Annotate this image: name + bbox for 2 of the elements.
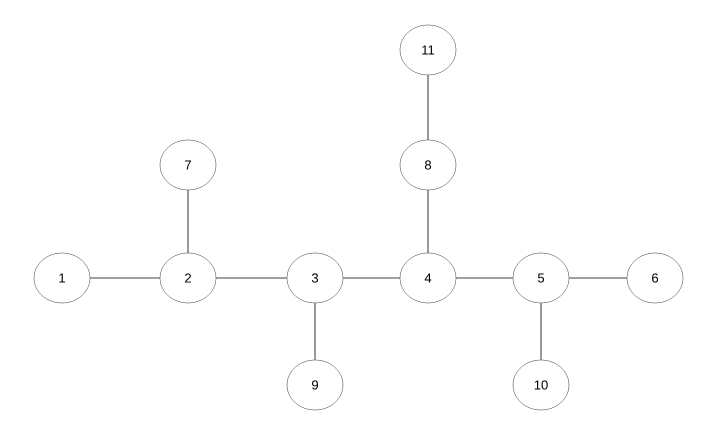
connector-line <box>540 302 542 360</box>
connector-line <box>314 302 316 360</box>
